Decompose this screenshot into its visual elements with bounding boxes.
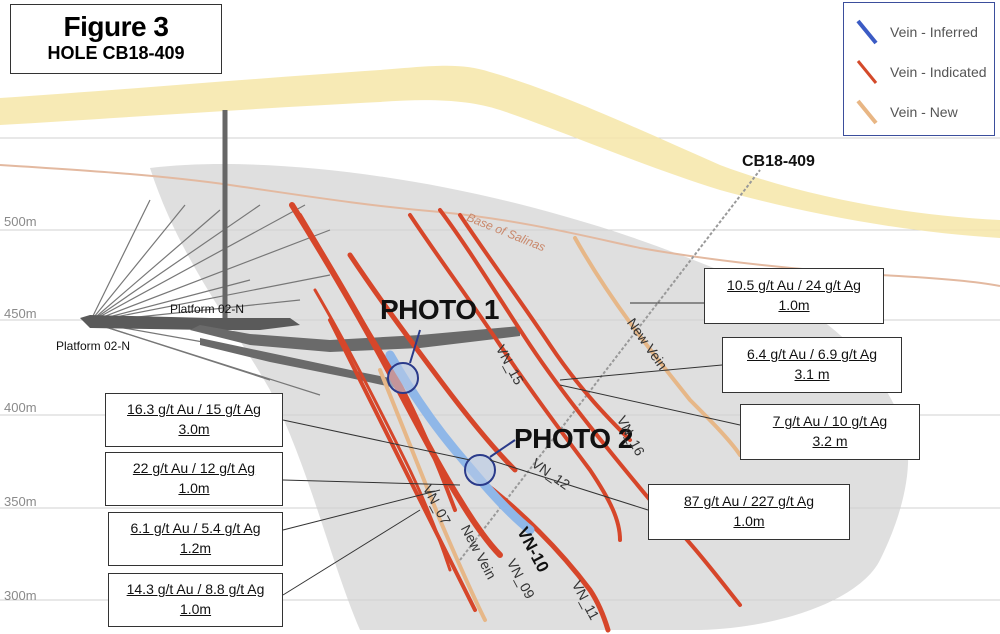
- legend-label: Vein - Indicated: [890, 64, 987, 80]
- legend: Vein - Inferred Vein - Indicated Vein - …: [843, 2, 995, 136]
- assay-width: 3.2 m: [812, 433, 848, 449]
- figure-title: Figure 3: [63, 11, 169, 42]
- indicated-swatch-icon: [856, 60, 878, 84]
- assay-width: 1.0m: [178, 480, 210, 496]
- legend-label: Vein - Inferred: [890, 24, 978, 40]
- assay-box: 6.1 g/t Au / 5.4 g/t Ag 1.2m: [108, 512, 283, 566]
- assay-grade: 6.1 g/t Au / 5.4 g/t Ag: [130, 520, 261, 536]
- elevation-label: 400m: [4, 400, 37, 415]
- legend-label: Vein - New: [890, 104, 958, 120]
- topography-band: [0, 65, 1000, 239]
- elevation-label: 500m: [4, 214, 37, 229]
- figure-subtitle: HOLE CB18-409: [47, 43, 185, 63]
- assay-box: 7 g/t Au / 10 g/t Ag 3.2 m: [740, 404, 920, 460]
- legend-item-inferred: Vein - Inferred: [844, 17, 994, 47]
- tunnel-branch-2: [200, 338, 405, 390]
- assay-box: 14.3 g/t Au / 8.8 g/t Ag 1.0m: [108, 573, 283, 627]
- elevation-label: 450m: [4, 306, 37, 321]
- assay-grade: 6.4 g/t Au / 6.9 g/t Ag: [747, 346, 877, 362]
- assay-grade: 22 g/t Au / 12 g/t Ag: [132, 460, 256, 476]
- assay-grade: 16.3 g/t Au / 15 g/t Ag: [127, 401, 261, 417]
- assay-box: 87 g/t Au / 227 g/t Ag 1.0m: [648, 484, 850, 540]
- assay-width: 3.1 m: [794, 366, 830, 382]
- assay-grade: 7 g/t Au / 10 g/t Ag: [772, 413, 888, 429]
- photo-1-marker: [387, 362, 419, 394]
- new-vein-swatch-icon: [856, 99, 878, 125]
- platform-label: Platform 02-N: [56, 339, 131, 353]
- assay-width: 3.0m: [178, 421, 210, 437]
- legend-item-new: Vein - New: [844, 97, 994, 127]
- elevation-label: 350m: [4, 494, 37, 509]
- assay-width: 1.2m: [179, 540, 212, 556]
- indicated-veins: [289, 202, 742, 633]
- assay-box: 16.3 g/t Au / 15 g/t Ag 3.0m: [105, 393, 283, 447]
- assay-box: 22 g/t Au / 12 g/t Ag 1.0m: [105, 452, 283, 506]
- tunnel-workings: [80, 315, 300, 330]
- inferred-swatch-icon: [856, 19, 878, 45]
- photo-2-leader: [489, 439, 516, 458]
- assay-width: 1.0m: [179, 601, 212, 617]
- assay-box: 6.4 g/t Au / 6.9 g/t Ag 3.1 m: [722, 337, 902, 393]
- elevation-label: 300m: [4, 588, 37, 603]
- assay-leaders: [282, 302, 741, 596]
- drill-hole-cb18-409: [459, 169, 761, 561]
- photo-1-label: PHOTO 1: [380, 294, 499, 325]
- assay-grade: 14.3 g/t Au / 8.8 g/t Ag: [126, 581, 265, 597]
- assay-width: 1.0m: [778, 297, 810, 313]
- drill-hole-label: CB18-409: [742, 153, 815, 170]
- new-veins: [378, 236, 742, 622]
- photo-2-marker: [464, 454, 496, 486]
- assay-width: 1.0m: [733, 513, 765, 529]
- assay-box: 10.5 g/t Au / 24 g/t Ag 1.0m: [704, 268, 884, 324]
- legend-item-indicated: Vein - Indicated: [844, 57, 994, 87]
- assay-grade: 87 g/t Au / 227 g/t Ag: [684, 493, 814, 509]
- photo-2-label: PHOTO 2: [514, 423, 633, 454]
- photo-1-leader: [409, 329, 421, 364]
- tunnel-branch: [190, 325, 520, 352]
- figure-title-box: Figure 3 HOLE CB18-409: [10, 4, 222, 74]
- assay-grade: 10.5 g/t Au / 24 g/t Ag: [727, 277, 861, 293]
- platform-label: Platform 02-N: [170, 302, 245, 316]
